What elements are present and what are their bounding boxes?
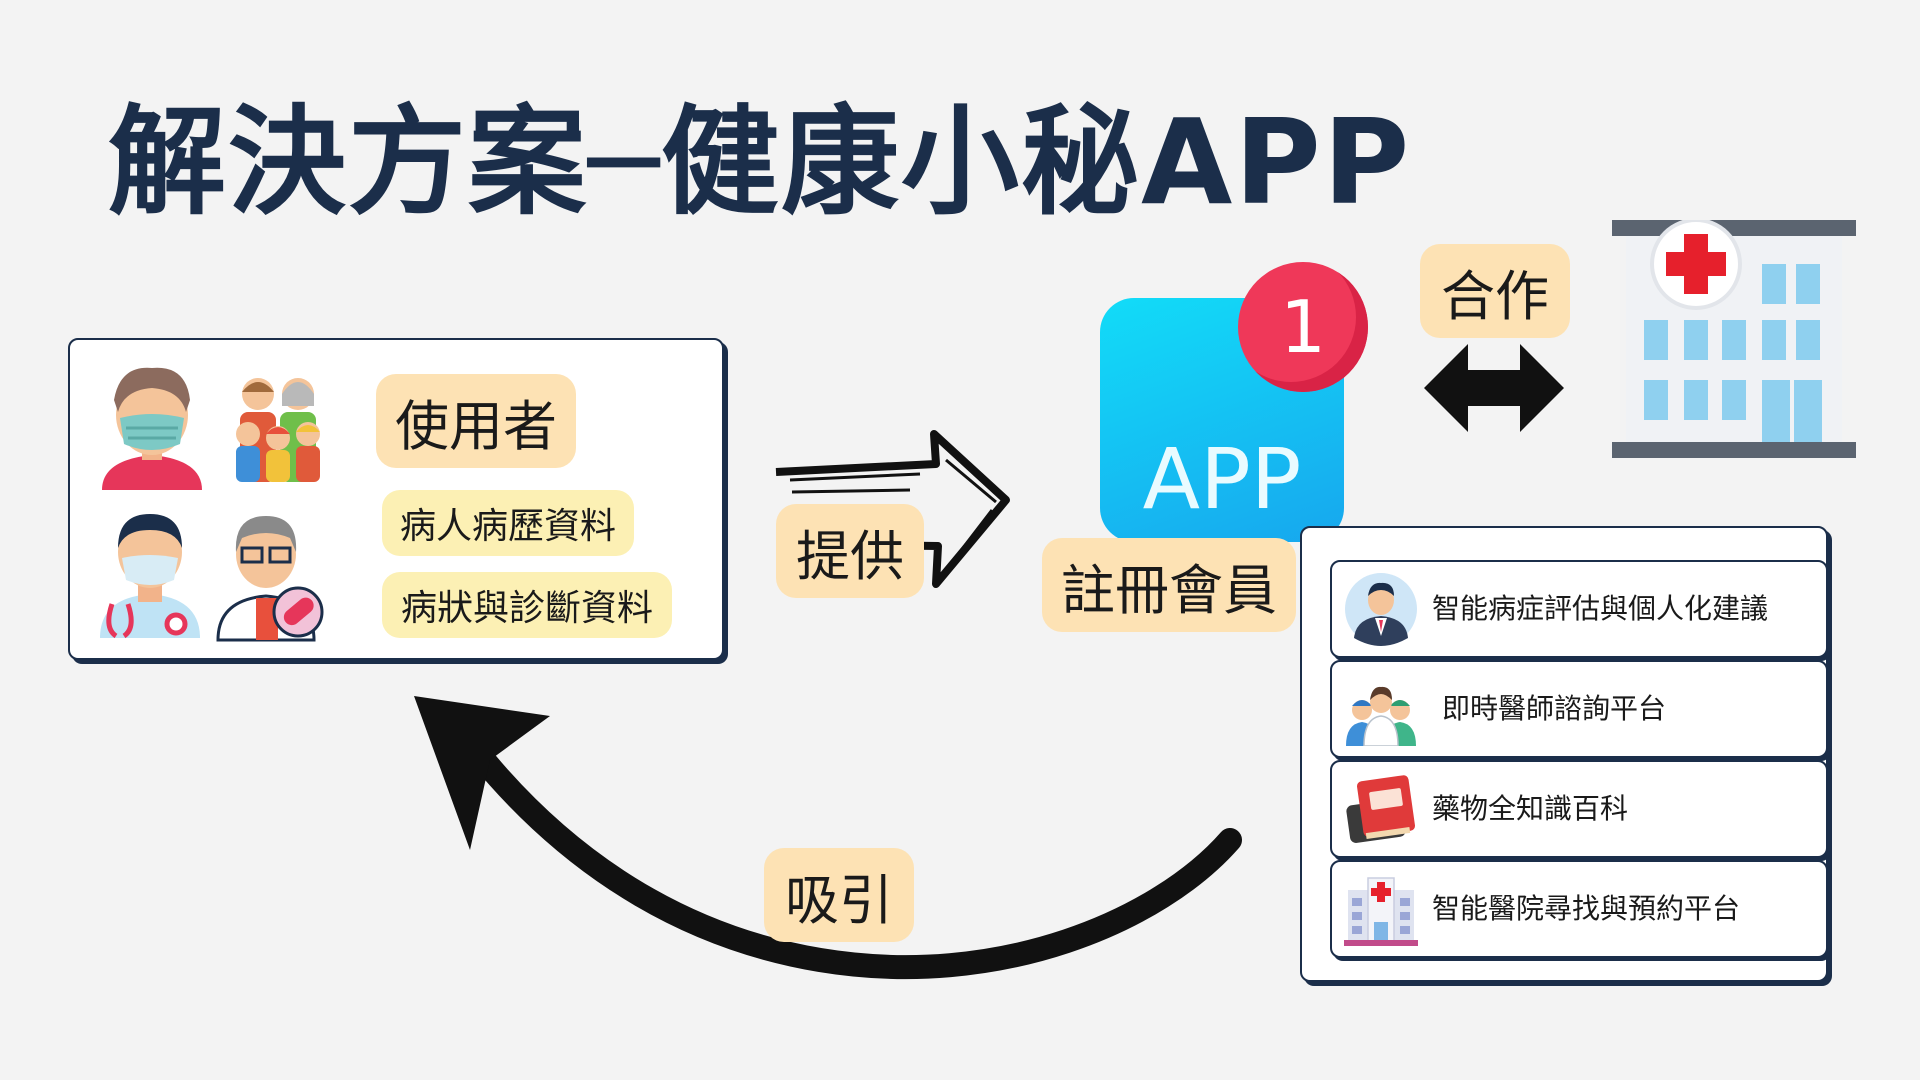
feature-item-doctor-consultation[interactable]: 即時醫師諮詢平台 <box>1330 660 1828 758</box>
hospital-icon <box>1612 220 1856 458</box>
feature-item-drug-encyclopedia[interactable]: 藥物全知識百科 <box>1330 760 1828 858</box>
attract-tag: 吸引 <box>764 848 914 942</box>
attract-arrow-icon <box>414 696 1242 979</box>
app-label: APP <box>1142 430 1302 528</box>
advisor-icon <box>1345 573 1417 646</box>
register-member-tag: 註冊會員 <box>1042 538 1296 632</box>
double-arrow-icon <box>1424 344 1564 432</box>
feature-item-hospital-booking[interactable]: 智能醫院尋找與預約平台 <box>1330 860 1828 958</box>
masked-person-icon <box>102 367 202 490</box>
users-tag: 使用者 <box>376 374 576 468</box>
doctor-icon <box>100 514 200 639</box>
page-title: 解決方案─健康小秘APP <box>108 93 1412 231</box>
user-icons <box>100 367 324 642</box>
feature-label: 即時醫師諮詢平台 <box>1442 692 1667 725</box>
symptoms-diagnosis-tag: 病狀與診斷資料 <box>382 572 672 638</box>
feature-label: 藥物全知識百科 <box>1432 792 1629 825</box>
book-icon <box>1346 775 1415 843</box>
provide-tag: 提供 <box>776 504 924 598</box>
pharmacist-icon <box>216 516 324 642</box>
doctors-icon <box>1346 686 1416 746</box>
provide-arrow-icon <box>775 430 1010 588</box>
feature-label: 智能病症評估與個人化建議 <box>1432 592 1769 625</box>
feature-item-symptom-assessment[interactable]: 智能病症評估與個人化建議 <box>1330 560 1828 658</box>
patient-history-tag: 病人病歷資料 <box>382 490 634 556</box>
cooperate-tag: 合作 <box>1420 244 1570 338</box>
notification-badge: 1 <box>1238 262 1368 392</box>
family-icon <box>236 378 320 482</box>
hospital-icon <box>1344 877 1418 946</box>
feature-label: 智能醫院尋找與預約平台 <box>1432 892 1741 925</box>
